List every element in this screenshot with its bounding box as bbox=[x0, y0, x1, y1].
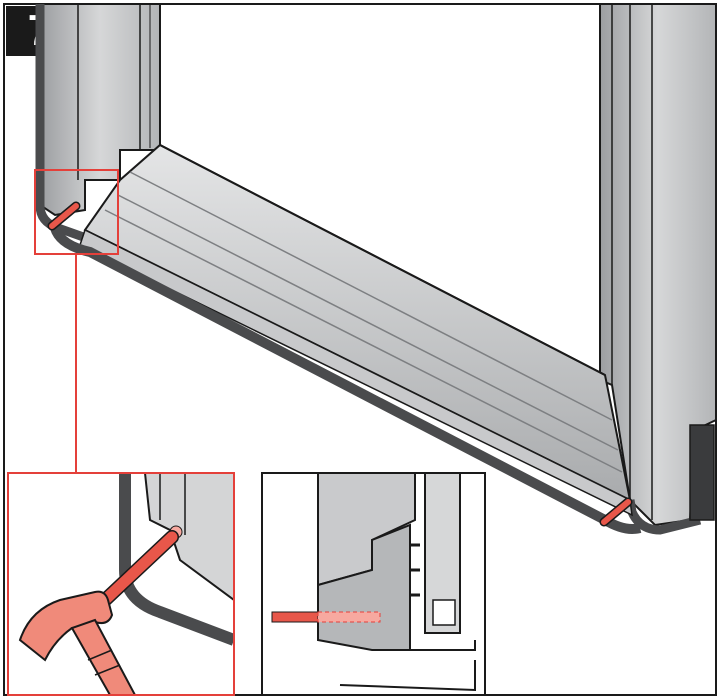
left-jamb bbox=[35, 3, 161, 255]
detail-callout bbox=[34, 169, 119, 473]
detail-section-view bbox=[261, 472, 486, 696]
pin-right bbox=[599, 497, 633, 527]
pin-left bbox=[47, 201, 81, 231]
right-jamb bbox=[599, 3, 717, 535]
hammer-icon bbox=[18, 590, 136, 694]
pin-icon bbox=[271, 611, 381, 623]
detail-hammer-view bbox=[7, 472, 235, 696]
frame-sill bbox=[50, 143, 642, 534]
window-frame bbox=[35, 3, 717, 535]
